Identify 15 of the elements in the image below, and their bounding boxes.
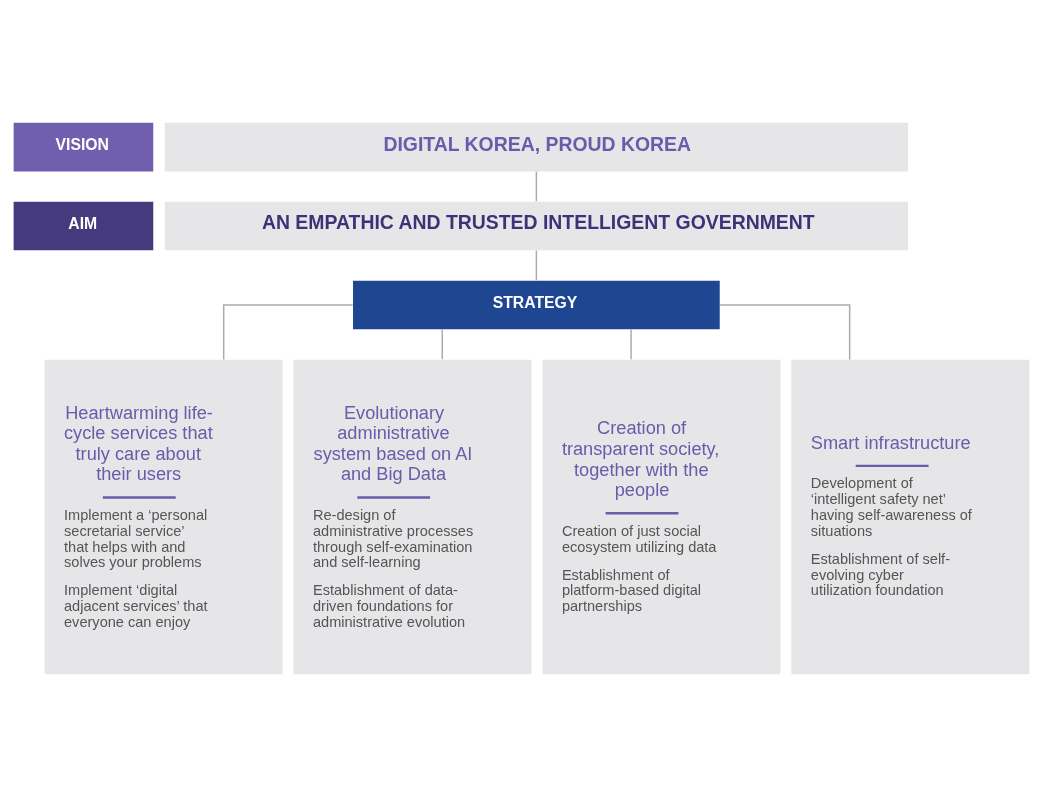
connector (222, 304, 354, 361)
node-box: AIM (13, 201, 154, 251)
node-box: AN EMPATHIC AND TRUSTED INTELLIGENT GOVERNMENT (164, 201, 908, 251)
connector (535, 249, 538, 281)
node-box: Heartwarming life-cycle services that truly care about their users Implement a ‘personal secretarial service’ that helps with and solves your problems Implement ‘digital adjacent services’ that everyone can enjoy (44, 359, 283, 675)
node-box: Creation of transparent society, together with the people Creation of just social ecosystem utilizing data Establishment of platform-based digital partnerships (542, 359, 781, 675)
node-box: Smart infrastructure Development of ‘intelligent safety net’ having self-awareness of situations Establishment of self-evolving cyber utilization foundation (791, 359, 1030, 675)
node-box: VISION (13, 122, 154, 172)
connector (441, 328, 443, 361)
connector (719, 304, 851, 361)
node-box: STRATEGY (353, 280, 720, 330)
node-box: DIGITAL KOREA, PROUD KOREA (164, 122, 908, 172)
connector (535, 170, 538, 202)
connector (630, 328, 632, 361)
node-box: Evolutionary administrative system based on AI and Big Data Re-design of administrative processes through self-examination and self-learning Establishment of data-driven foundations for administrative evolution (293, 359, 532, 675)
